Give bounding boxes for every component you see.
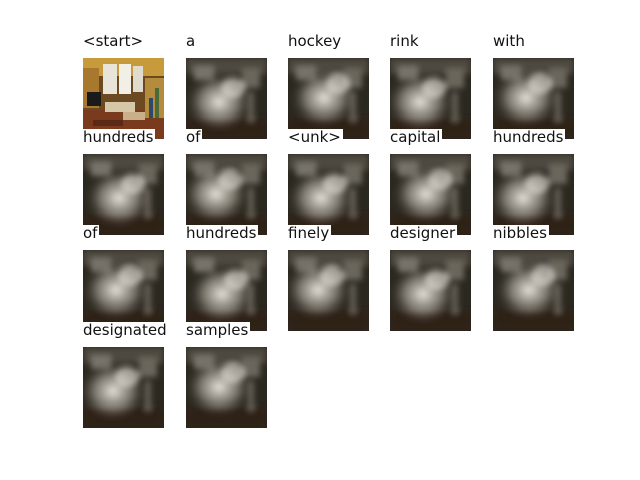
word-cell: nibbles [493,224,593,331]
word-cell: hundreds [83,128,183,235]
word-cell: <start> [83,32,183,139]
word-cell: hundreds [493,128,593,235]
attention-map-image [83,347,164,428]
attention-map-image [493,250,574,331]
attention-map-image [390,250,471,331]
word-label: of [186,128,203,148]
word-label: hundreds [186,224,259,244]
word-label: <start> [83,32,146,52]
word-label: rink [390,32,421,52]
attention-map-image [390,154,471,235]
attention-map-image [288,250,369,331]
word-cell: designer [390,224,490,331]
attention-map-image [493,154,574,235]
attention-map-image [186,250,267,331]
word-cell: finely [288,224,388,331]
word-cell: hockey [288,32,388,139]
attention-map-image [186,154,267,235]
attention-map-image [288,154,369,235]
attention-map-image [83,154,164,235]
attention-map-image [288,58,369,139]
attention-map-image [390,58,471,139]
word-cell: with [493,32,593,139]
word-label: hockey [288,32,344,52]
word-label: hundreds [493,128,566,148]
word-label: nibbles [493,224,549,244]
word-cell: <unk> [288,128,388,235]
word-label: <unk> [288,128,343,148]
word-label: finely [288,224,332,244]
word-cell: of [83,224,183,331]
word-cell: of [186,128,286,235]
word-label: designer [390,224,458,244]
word-cell: rink [390,32,490,139]
word-label: samples [186,321,251,341]
attention-map-image [186,58,267,139]
attention-map-image [186,347,267,428]
word-label: hundreds [83,128,156,148]
word-cell: designated [83,321,183,428]
word-cell: hundreds [186,224,286,331]
word-label: of [83,224,100,244]
word-label: capital [390,128,443,148]
word-cell: a [186,32,286,139]
word-cell: samples [186,321,286,428]
source-image [83,58,164,139]
word-label: with [493,32,527,52]
attention-map-image [83,250,164,331]
word-label: designated [83,321,169,341]
word-cell: capital [390,128,490,235]
attention-map-image [493,58,574,139]
word-label: a [186,32,198,52]
